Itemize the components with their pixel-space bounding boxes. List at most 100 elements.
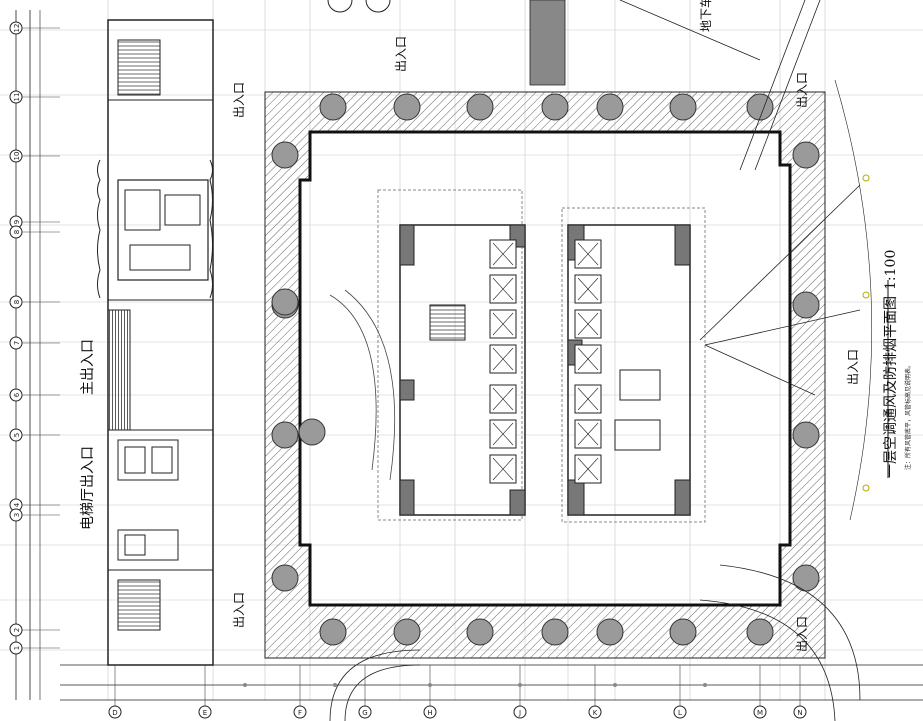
column — [271, 564, 299, 592]
elevator-shaft — [574, 274, 602, 304]
axis-marker-label: H — [427, 709, 432, 717]
axis-marker-label: J — [518, 709, 521, 717]
column — [271, 141, 299, 169]
drawing-note: 注：所有风管底平，风管标高见说明表。 — [904, 362, 912, 470]
axis-marker-label: K — [593, 709, 598, 717]
right-markers — [862, 174, 870, 492]
main-entrance-label: 主出入口 — [80, 339, 96, 395]
axis-marker: E — [198, 665, 212, 719]
elevator-shaft — [489, 239, 517, 269]
column — [792, 421, 820, 449]
axis-marker-label: D — [112, 709, 117, 717]
axis-marker-label: 11 — [13, 93, 21, 102]
axis-marker-label: 2 — [13, 628, 21, 632]
column — [792, 564, 820, 592]
column — [669, 618, 697, 646]
dim-dot — [703, 683, 707, 687]
axis-marker-label: 3 — [13, 513, 21, 517]
column — [319, 618, 347, 646]
column — [596, 93, 624, 121]
column — [669, 93, 697, 121]
elevator-shaft — [574, 344, 602, 374]
axis-marker: 1 — [9, 641, 60, 655]
exit-label-right: 出入口 — [846, 349, 860, 385]
dim-dot — [428, 683, 432, 687]
axis-marker-label: 5 — [13, 433, 21, 437]
axis-marker: 2 — [9, 623, 60, 637]
elevator-bank-left — [489, 239, 517, 484]
elevator-shaft — [489, 344, 517, 374]
axis-marker-label: 7 — [13, 341, 21, 345]
column — [541, 93, 569, 121]
column — [393, 93, 421, 121]
column — [541, 618, 569, 646]
column — [792, 291, 820, 319]
elevator-shaft — [489, 274, 517, 304]
axis-marker-label: L — [678, 709, 682, 717]
axis-marker: H — [423, 665, 437, 719]
axis-marker-label: F — [298, 709, 302, 717]
column — [271, 421, 299, 449]
drawing-scale: 1:100 — [883, 250, 899, 290]
elevator-shaft — [489, 454, 517, 484]
axis-marker-label: 1 — [13, 646, 21, 650]
exit-label-bottom-right: 出入口 — [795, 616, 809, 652]
axis-marker-label: 8 — [13, 300, 21, 304]
axis-marker: F — [293, 665, 307, 719]
elevator-shaft — [574, 239, 602, 269]
dim-dot — [613, 683, 617, 687]
elevator-shaft — [574, 419, 602, 449]
axis-marker-label: 9 — [13, 220, 21, 224]
axis-marker: M — [753, 665, 767, 719]
column — [466, 618, 494, 646]
top-right-lines — [329, 0, 872, 721]
elevator-shaft — [574, 309, 602, 339]
left-dimension-strip — [15, 10, 41, 700]
bottom-dimension-strip — [60, 664, 923, 701]
lobby-curves — [329, 289, 396, 481]
axis-marker: 9 — [9, 215, 60, 229]
left-axis-markers: 12 11 10 9 8 8 7 6 5 4 3 2 1 — [9, 21, 60, 655]
axis-marker: D — [108, 665, 122, 719]
column — [466, 93, 494, 121]
building-perimeter — [264, 91, 826, 659]
axis-marker: 5 — [9, 428, 60, 442]
axis-marker: 6 — [9, 388, 60, 402]
column — [596, 618, 624, 646]
axis-marker: 12 — [9, 21, 60, 35]
exit-label-bottom-left: 出入口 — [232, 592, 246, 628]
axis-marker: 11 — [9, 90, 60, 104]
axis-marker-label: E — [203, 709, 207, 717]
axis-marker: N — [793, 665, 807, 719]
axis-marker-label: 4 — [13, 502, 21, 507]
elevator-shaft — [489, 419, 517, 449]
axis-marker: 8 — [9, 295, 60, 309]
structural-columns — [271, 93, 820, 646]
axis-marker-label: 6 — [13, 392, 21, 397]
column — [271, 288, 299, 316]
elevator-shaft — [574, 384, 602, 414]
axis-marker: 7 — [9, 336, 60, 350]
core-left — [377, 189, 526, 521]
axis-marker-label: 8 — [13, 230, 21, 234]
dim-dot — [333, 683, 337, 687]
exit-label-top-left: 出入口 — [232, 82, 246, 118]
axis-marker-label: M — [757, 709, 763, 717]
axis-marker: L — [673, 665, 687, 719]
axis-marker: K — [588, 665, 602, 719]
dim-dot — [243, 683, 247, 687]
axis-marker-label: 12 — [13, 24, 21, 33]
elevator-shaft — [489, 309, 517, 339]
axis-marker: 10 — [9, 149, 60, 163]
dim-dot — [518, 683, 522, 687]
elevator-shaft — [489, 384, 517, 414]
column — [792, 141, 820, 169]
exit-label-top-center: 出入口 — [394, 36, 408, 72]
column — [746, 618, 774, 646]
axis-marker: G — [358, 665, 372, 719]
elevator-entrance-label: 电梯厅出入口 — [80, 446, 96, 530]
axis-marker-label: G — [362, 709, 367, 717]
